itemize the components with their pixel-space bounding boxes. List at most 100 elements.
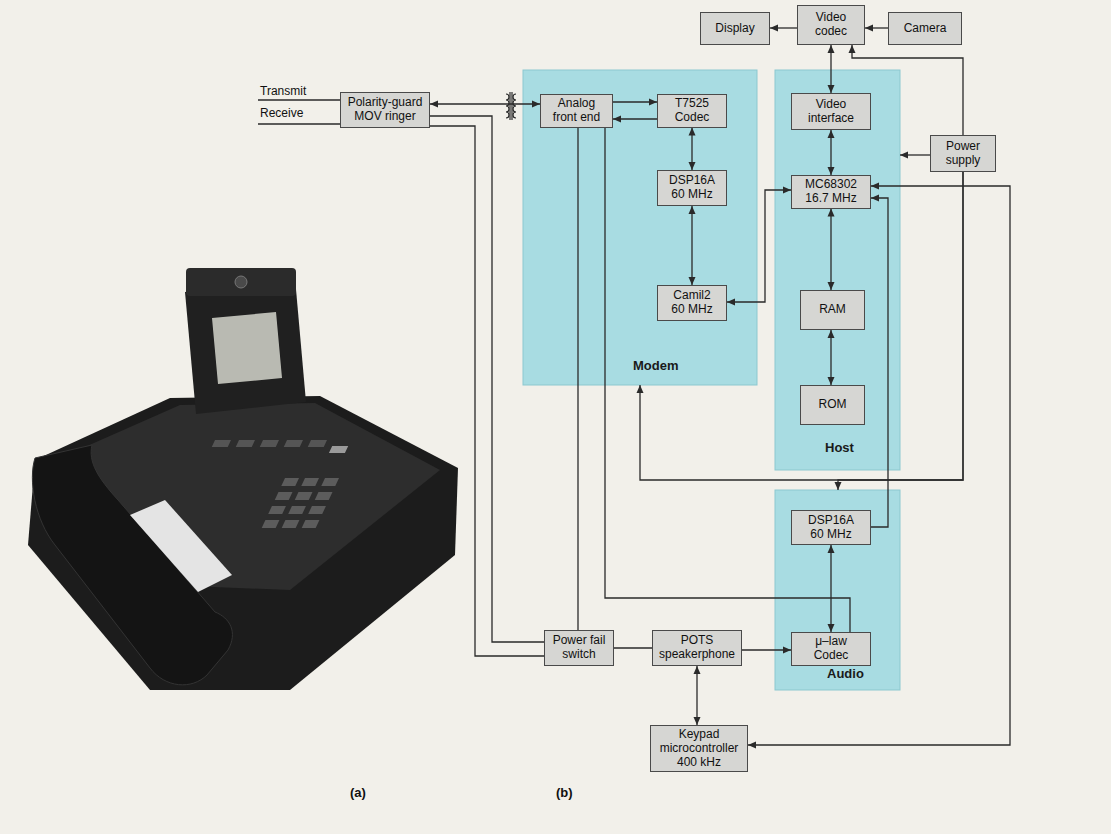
key [236,440,255,447]
key [284,440,303,447]
phone-base [28,396,458,690]
block-box: Display [700,12,770,45]
connector [430,116,544,642]
box-label: RAM [819,303,846,317]
connector-line [830,209,831,290]
connector-line [691,206,692,285]
label-strip [130,500,232,592]
region-panel: Modem Analog front end T7525 CodecDSP16A 6… [523,70,757,385]
arrowhead [828,330,835,338]
connector-line [640,172,963,480]
region-label: Modem [633,358,679,373]
videophone-illustration [28,268,458,690]
connector-line [830,330,831,385]
box-label: MC68302 16.7 MHz [803,178,859,206]
connector [742,647,791,654]
arrowhead [871,195,879,202]
connector [430,126,544,656]
arrowhead [783,647,791,654]
arrowhead [828,545,835,553]
connector [637,172,964,480]
arrowhead [694,717,701,725]
box-label: DSP16A 60 MHz [667,174,717,202]
key [302,520,320,528]
connector [770,25,797,32]
arrowhead [649,99,657,106]
region-fill [775,70,900,470]
connector [871,195,888,528]
connector [578,128,579,630]
arrowhead [865,25,873,32]
connector-line [871,198,888,527]
arrowhead [828,167,835,175]
connector [613,116,657,123]
transmit-wire [258,99,340,100]
key [288,506,306,514]
arrowhead [727,299,735,306]
box-label: Video interface [803,98,859,126]
block-box: MC68302 16.7 MHz [791,175,871,209]
key [262,520,280,528]
connector [828,330,835,385]
key [308,506,326,514]
transformer-coil [513,94,516,118]
arrowhead [828,624,835,632]
arrowhead [900,152,908,159]
key [301,478,319,486]
box-label: Keypad microcontroller 400 kHz [655,728,743,769]
box-label: Camil2 60 MHz [667,289,717,317]
key [212,440,231,447]
box-label: Power supply [937,140,989,168]
block-box: RAM [800,290,865,330]
block-box: Video interface [791,93,871,130]
region-label: Audio [827,666,864,681]
transformer-symbol [506,92,516,120]
key [268,506,286,514]
connector [748,183,1010,749]
block-box: μ–law Codec [791,632,871,666]
arrowhead [430,101,438,108]
block-box: T7525 Codec [657,94,727,128]
connector-line [614,647,652,648]
connector [689,128,696,170]
arrowhead [689,128,696,136]
block-box: Camera [888,12,962,45]
box-label: POTS speakerphone [657,634,737,662]
connector-line [430,126,544,656]
region-label: Host [825,440,854,455]
box-label: ROM [819,398,847,412]
function-buttons [209,440,351,453]
region-panel: AudioDSP16A 60 MHzμ–law Codec [775,490,900,690]
connector-line [748,186,1010,745]
box-label: Polarity-guard MOV ringer [345,96,425,124]
box-label: T7525 Codec [667,97,717,125]
connector [865,25,888,32]
box-label: Camera [904,22,947,36]
transformer-coil [506,94,509,118]
box-label: Analog front end [545,97,608,125]
connector [694,666,701,725]
connector-line [430,103,540,104]
key [329,446,348,453]
arrowhead [835,482,842,490]
arrowhead [828,85,835,93]
connector [613,99,657,106]
block-box: ROM [800,385,865,425]
receive-wire [258,123,340,124]
screen-housing [185,278,306,414]
arrowhead [871,183,879,190]
transformer-core [511,92,512,120]
phone-handset [32,445,232,685]
transformer-core [509,92,510,120]
box-label: Display [715,22,754,36]
arrowhead [689,162,696,170]
connector-line [696,666,697,725]
arrowhead [689,277,696,285]
region-panel: Host Video interfaceMC68302 16.7 MHzRAM RO… [775,70,900,470]
connector-line [577,128,578,630]
key [281,478,299,486]
connector [689,206,696,285]
block-box: Power supply [930,135,996,172]
key [308,440,327,447]
